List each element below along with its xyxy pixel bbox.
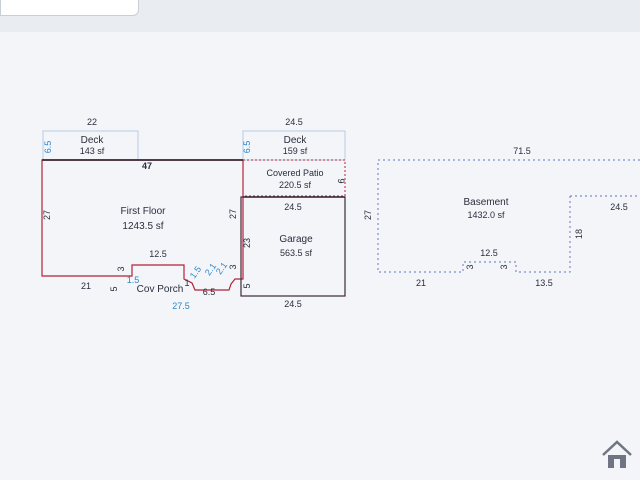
deck-2-outline (242, 130, 346, 161)
basement-bottom-right: 13.5 (535, 278, 553, 288)
basement-right-side-dim: 18 (574, 229, 584, 239)
garage-bottom-step: 5 (242, 283, 252, 288)
porch-width: 6.5 (203, 287, 216, 297)
basement-name: Basement (463, 197, 508, 208)
garage-area: 563.5 sf (280, 248, 313, 258)
first-floor-name: First Floor (121, 206, 167, 217)
garage-left-dim: 23 (242, 238, 252, 248)
basement-notch-b: 3 (499, 264, 509, 269)
deck-2-height: 6.5 (242, 141, 252, 154)
step-d-dim: 1 (184, 278, 189, 288)
deck-2-name: Deck (284, 135, 308, 146)
covered-patio-outline (242, 159, 346, 197)
patio-left-dim: 27 (228, 209, 238, 219)
search-field[interactable] (0, 0, 139, 16)
covered-patio-height: 9 (336, 178, 346, 183)
covered-patio-area: 220.5 sf (279, 180, 312, 190)
garage-bottom-dim: 24.5 (284, 299, 302, 309)
basement-left-dim: 27 (363, 210, 373, 220)
step-c-dim: 1.5 (127, 275, 140, 285)
deck-1-width: 22 (87, 117, 97, 127)
step-a-dim: 3 (116, 266, 126, 271)
first-floor-top-dim: 47 (142, 161, 152, 171)
basement-notch-dim: 12.5 (480, 248, 498, 258)
basement-outline (377, 159, 640, 273)
first-floor-left-dim: 27 (42, 210, 52, 220)
diag-c-dim: 2.1 (214, 260, 229, 276)
step-b-dim: 5 (109, 286, 119, 291)
deck-1-area: 143 sf (80, 146, 105, 156)
basement-area: 1432.0 sf (467, 210, 505, 220)
covered-patio-name: Covered Patio (266, 168, 323, 178)
porch-name: Cov Porch (137, 284, 184, 295)
basement-top-dim: 71.5 (513, 146, 531, 156)
basement-right-top-dim: 24.5 (610, 202, 628, 212)
garage-top-dim: 24.5 (284, 202, 302, 212)
deck-2-area: 159 sf (283, 146, 308, 156)
first-floor-walls (41, 159, 244, 291)
garage-name: Garage (279, 234, 313, 245)
first-floor-area: 1243.5 sf (122, 221, 163, 232)
step-e-dim: 3 (228, 264, 238, 269)
house-logo-icon (602, 440, 632, 468)
basement-notch-a: 3 (465, 264, 475, 269)
first-floor-bottom-total: 27.5 (172, 301, 190, 311)
deck-2-width: 24.5 (285, 117, 303, 127)
basement-bottom-left: 21 (416, 278, 426, 288)
porch-step-dim: 12.5 (149, 249, 167, 259)
deck-1-height: 6.5 (43, 141, 53, 154)
deck-1-name: Deck (81, 135, 105, 146)
first-floor-bottom-left: 21 (81, 281, 91, 291)
diag-a-dim: 1.5 (188, 264, 203, 280)
